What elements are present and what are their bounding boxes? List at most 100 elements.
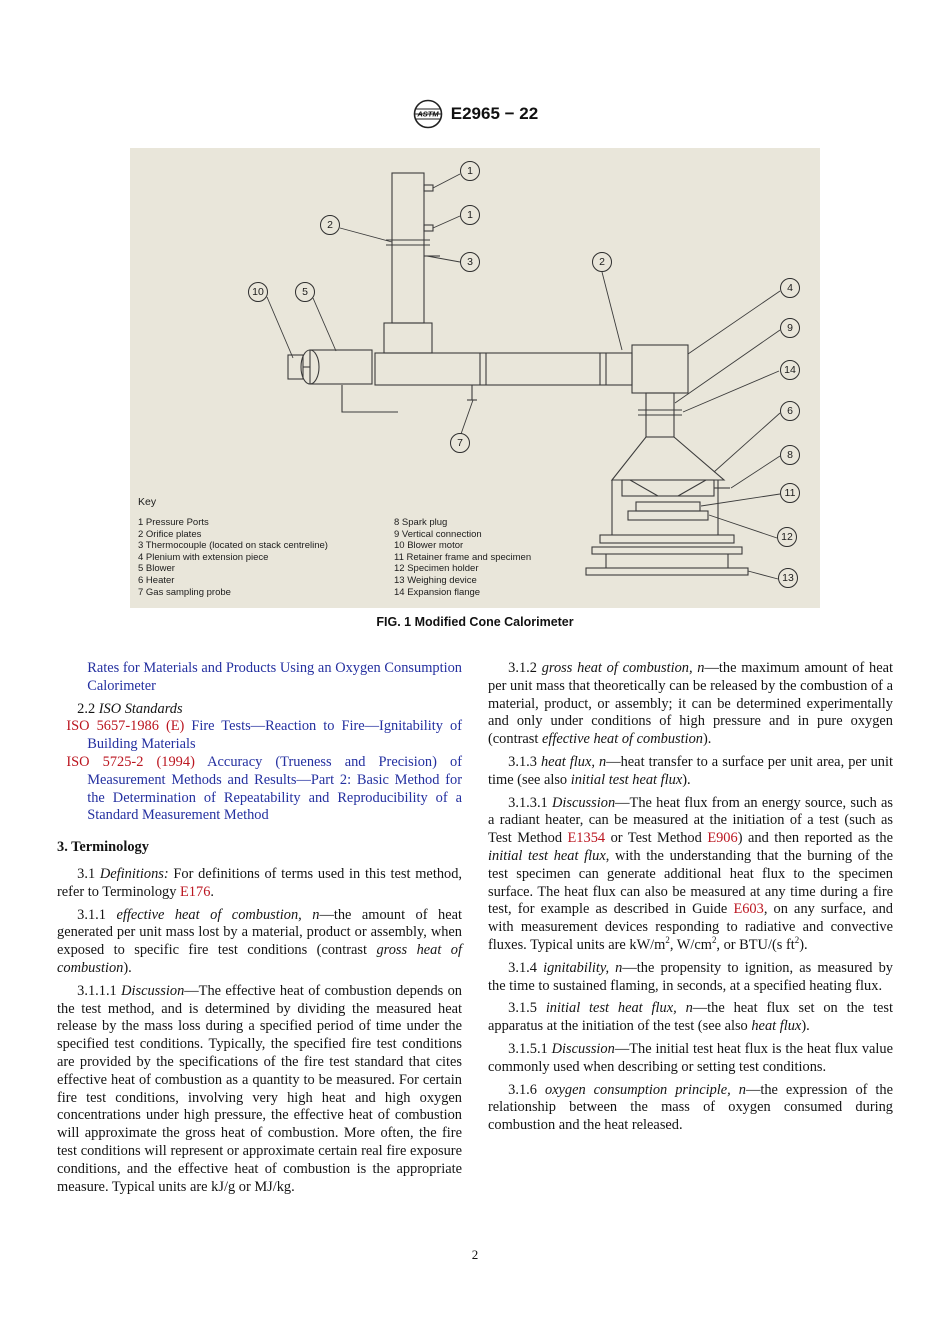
doc-link[interactable]: E176 — [180, 883, 211, 900]
figure-key-item: 9 Vertical connection — [394, 528, 482, 540]
text-run: gross heat of combustion, n — [541, 660, 705, 676]
text-run: ). — [123, 959, 132, 976]
figure-key-item: 10 Blower motor — [394, 540, 464, 552]
reference-iso-5725: ISO 5725-2 (1994) Accuracy (Trueness and… — [57, 754, 462, 825]
text-run: 2 — [794, 935, 800, 946]
text-run: 3.1.4 — [508, 959, 544, 976]
figure-callout-12: 12 — [777, 527, 797, 547]
doc-link[interactable]: ISO 5725-2 (1994) — [66, 753, 208, 770]
text-run: —the heat flux set on the test apparatus… — [488, 1000, 894, 1035]
text-run: Discussion — [551, 794, 616, 811]
para-2-2-iso-standards: 2.2 ISO Standards — [57, 701, 462, 719]
figure-key-item: 3 Thermocouple (located on stack centrel… — [138, 540, 328, 552]
text-run: oxygen consumption principle, n — [544, 1081, 746, 1098]
figure-key-item: 7 Gas sampling probe — [138, 586, 231, 598]
doc-link[interactable]: E1354 — [567, 830, 606, 847]
figure-callout-11: 11 — [780, 483, 800, 503]
text-run: gross heat of combustion — [57, 942, 462, 976]
text-run: —the expression of the relationship betw… — [488, 1081, 893, 1134]
text-run: heat flux — [751, 1018, 802, 1035]
figure-callout-9: 9 — [780, 318, 800, 338]
figure-callout-4: 4 — [780, 278, 800, 298]
figure-callout-6: 6 — [780, 401, 800, 421]
text-run: , W/cm — [669, 936, 712, 953]
doc-link[interactable]: ISO 5657-1986 (E) — [66, 718, 192, 735]
figure-caption: FIG. 1 Modified Cone Calorimeter — [376, 615, 574, 629]
figure-callout-13: 13 — [778, 568, 798, 588]
doc-link[interactable]: E906 — [707, 830, 738, 847]
text-run: 3.1.1 — [77, 906, 117, 923]
figure-key-item: 8 Spark plug — [394, 517, 448, 528]
page-number: 2 — [471, 1247, 479, 1262]
astm-logo-icon: ASTM — [412, 98, 444, 130]
body-columns: Rates for Materials and Products Using a… — [57, 660, 893, 1196]
para-3-1-2: 3.1.2 gross heat of combustion, n—the ma… — [488, 660, 893, 749]
text-run: 3.1.5 — [508, 1000, 546, 1017]
svg-text:ASTM: ASTM — [416, 110, 439, 119]
text-run: Discussion — [121, 982, 185, 999]
figure-callout-10: 10 — [248, 282, 268, 302]
text-run: 3.1.2 — [508, 660, 542, 676]
para-3-1: 3.1 Definitions: For definitions of term… — [57, 866, 462, 902]
text-run: ). — [682, 771, 691, 788]
text-run: 3.1.3.1 — [508, 794, 552, 811]
figure-key-title: Key — [138, 496, 157, 508]
text-run: initial test heat flux — [488, 847, 606, 864]
figure-key-item: 14 Expansion flange — [394, 586, 481, 598]
text-run: ignitability, n — [543, 959, 623, 976]
page-footer: 2 — [0, 1247, 950, 1263]
figure-key-item: 6 Heater — [138, 574, 175, 586]
left-column: Rates for Materials and Products Using a… — [57, 660, 462, 1196]
text-run: 3.1.5.1 — [508, 1040, 552, 1057]
doc-link[interactable]: Fire Tests—Reaction to Fire—Ignitability… — [87, 718, 462, 753]
text-run: —The heat flux from an energy source, su… — [488, 794, 893, 847]
text-run: ). — [801, 1018, 810, 1035]
text-run: or Test Method — [605, 830, 708, 847]
reference-iso-5657: ISO 5657-1986 (E) Fire Tests—Reaction to… — [57, 718, 462, 754]
text-run: effective heat of combustion — [541, 731, 703, 748]
doc-header: ASTM E2965 − 22 — [0, 98, 950, 130]
para-3-1-4: 3.1.4 ignitability, n—the propensity to … — [488, 960, 893, 996]
standard-designation: E2965 − 22 — [450, 104, 539, 123]
figure-callout-5: 5 — [295, 282, 315, 302]
text-run: effective heat of combustion, n — [116, 906, 320, 923]
text-run: 3.1.6 — [508, 1081, 545, 1098]
figure-callout-2: 2 — [592, 252, 612, 272]
doc-link[interactable]: Rates for Materials and Products Using a… — [87, 660, 462, 694]
text-run: ) and then reported as the — [737, 830, 893, 847]
figure-key-item: 11 Retainer frame and specimen — [394, 551, 532, 563]
figure-key-item: 4 Plenium with extension piece — [138, 551, 269, 563]
text-run: —the maximum amount of heat per unit mas… — [488, 660, 893, 748]
text-run: —The effective heat of combustion depend… — [57, 982, 462, 1195]
text-run: Discussion — [551, 1040, 615, 1057]
text-run: 3.1 — [77, 865, 100, 882]
text-run: 2 — [665, 935, 670, 946]
cone-calorimeter-diagram — [266, 172, 781, 580]
text-run: —heat transfer to a surface per unit are… — [488, 753, 893, 788]
text-run: ). — [703, 731, 712, 748]
para-3-1-6: 3.1.6 oxygen consumption principle, n—th… — [488, 1082, 893, 1135]
text-run: initial test heat flux — [570, 771, 683, 788]
figure-key-item: 5 Blower — [138, 563, 175, 575]
figure-callout-7: 7 — [450, 433, 470, 453]
right-column: 3.1.2 gross heat of combustion, n—the ma… — [488, 660, 893, 1196]
figure-key-item: 13 Weighing device — [394, 574, 477, 586]
text-run: 2.2 — [77, 700, 99, 717]
figure-callout-1: 1 — [460, 161, 480, 181]
text-run: ). — [799, 936, 808, 953]
para-3-1-1-1: 3.1.1.1 Discussion—The effective heat of… — [57, 983, 462, 1197]
figure-key-item: 2 Orifice plates — [138, 528, 202, 540]
para-3-1-1: 3.1.1 effective heat of combustion, n—th… — [57, 907, 462, 978]
doc-link[interactable]: Accuracy (Trueness and Precision) of Mea… — [87, 753, 462, 824]
text-run: —the propensity to ignition, as measured… — [488, 959, 893, 994]
para-3-1-5: 3.1.5 initial test heat flux, n—the heat… — [488, 1000, 893, 1036]
text-run: —the amount of heat generated per unit m… — [57, 906, 462, 959]
text-run: 2 — [711, 935, 717, 946]
doc-link[interactable]: E603 — [733, 901, 764, 918]
text-run: initial test heat flux, n — [545, 1000, 693, 1017]
figure-callout-8: 8 — [780, 445, 800, 465]
text-run: heat flux, n — [540, 753, 607, 770]
